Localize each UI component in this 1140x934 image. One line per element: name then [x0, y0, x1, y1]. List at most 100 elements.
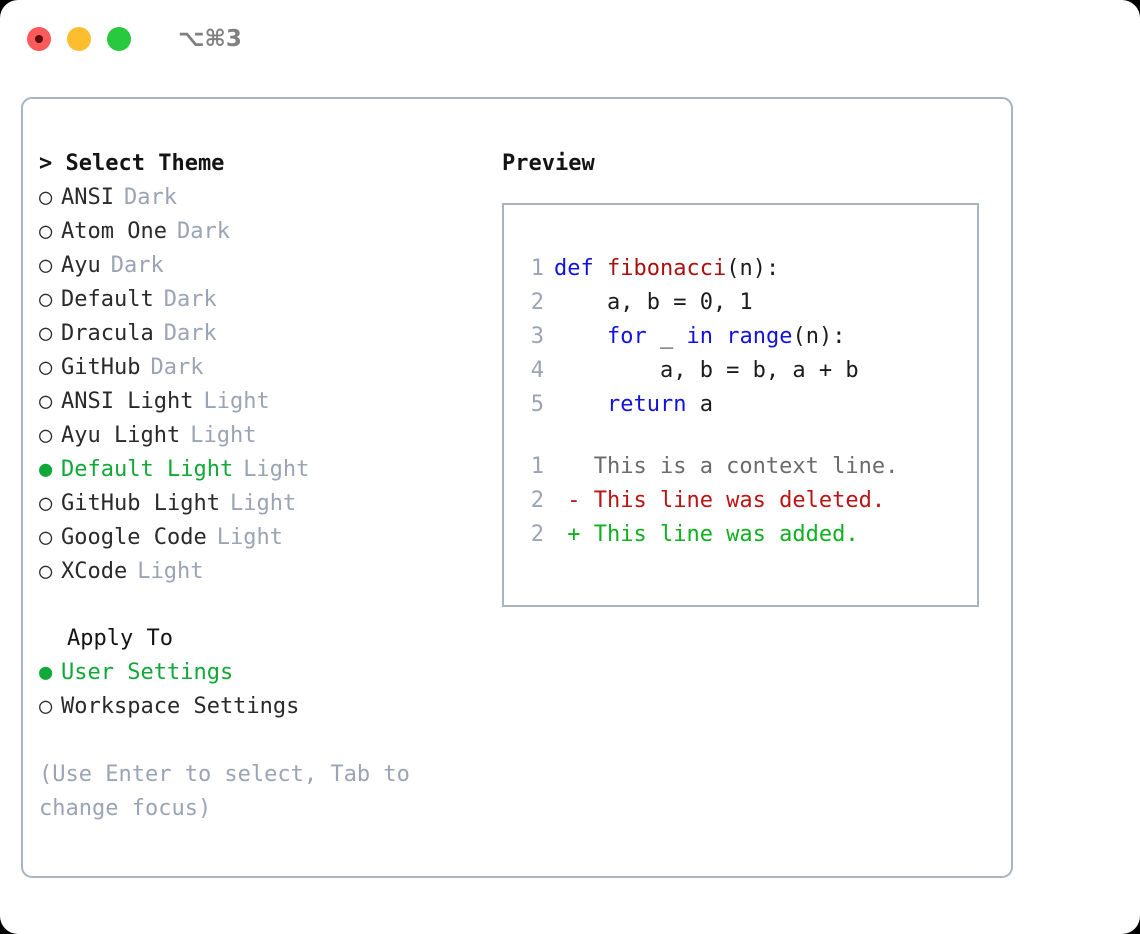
title-bar: ⌥⌘3	[0, 0, 1140, 78]
radio-unselected-icon: ○	[39, 525, 53, 550]
close-button[interactable]	[27, 27, 51, 51]
radio-unselected-icon: ○	[39, 694, 53, 719]
theme-item-atom-one[interactable]: ○ Atom One Dark	[39, 215, 489, 249]
theme-item-label: Default Light	[61, 457, 234, 482]
code-token-plain	[713, 324, 726, 349]
theme-item-tag: Dark	[163, 321, 217, 346]
apply-to-option-label: User Settings	[61, 660, 234, 685]
minimize-button[interactable]	[67, 27, 91, 51]
code-token-plain: _	[646, 324, 687, 349]
theme-item-label: GitHub	[61, 355, 141, 380]
code-token-plain: a, b = b, a + b	[554, 358, 859, 383]
code-text: for _ in range(n):	[554, 320, 845, 354]
theme-item-tag: Light	[243, 457, 310, 482]
line-number: 5	[530, 392, 544, 417]
code-token-plain	[554, 392, 607, 417]
code-text: a, b = b, a + b	[554, 354, 859, 388]
theme-item-label: Ayu Light	[61, 423, 181, 448]
apply-to-label: Apply To	[67, 626, 173, 651]
code-line: 2 a, b = 0, 1	[518, 286, 971, 320]
line-number: 4	[530, 358, 544, 383]
theme-item-default[interactable]: ○ Default Dark	[39, 283, 489, 317]
code-token-plain: (n):	[792, 324, 846, 349]
code-token-plain: a	[686, 392, 713, 417]
theme-item-tag: Light	[203, 389, 270, 414]
apply-to-group: Apply To ● User Settings ○ Workspace Settin…	[39, 622, 489, 724]
theme-item-google-code[interactable]: ○ Google Code Light	[39, 521, 489, 555]
line-number: 1	[530, 454, 544, 479]
code-token-plain: a, b = 0, 1	[554, 290, 753, 315]
radio-unselected-icon: ○	[39, 185, 53, 210]
theme-item-label: Default	[61, 287, 154, 312]
radio-unselected-icon: ○	[39, 423, 53, 448]
code-line: 3 for _ in range(n):	[518, 320, 971, 354]
maximize-button[interactable]	[107, 27, 131, 51]
code-text: a, b = 0, 1	[554, 286, 753, 320]
theme-item-tag: Dark	[123, 185, 177, 210]
window-controls	[27, 27, 131, 51]
theme-item-label: Ayu	[61, 253, 101, 278]
line-number: 2	[530, 522, 544, 547]
theme-item-label: Atom One	[61, 219, 167, 244]
apply-to-option-label: Workspace Settings	[61, 694, 300, 719]
code-token-plain	[554, 324, 607, 349]
code-token-kw: return	[606, 392, 687, 417]
diff-line-add: 2 + This line was added.	[518, 518, 971, 552]
radio-unselected-icon: ○	[39, 389, 53, 414]
theme-item-tag: Dark	[163, 287, 217, 312]
theme-item-tag: Light	[229, 491, 297, 516]
radio-unselected-icon: ○	[39, 355, 53, 380]
radio-selected-icon: ●	[39, 660, 53, 685]
recording-dot-icon	[35, 35, 43, 43]
theme-item-tag: Light	[216, 525, 283, 550]
radio-unselected-icon: ○	[39, 559, 53, 584]
code-text: def fibonacci(n):	[554, 252, 779, 286]
theme-item-label: Google Code	[61, 525, 207, 550]
theme-item-ayu[interactable]: ○ Ayu Dark	[39, 249, 489, 283]
theme-item-github-light[interactable]: ○ GitHub Light Light	[39, 487, 489, 521]
code-token-kw: range	[726, 324, 793, 349]
theme-item-tag: Dark	[110, 253, 164, 278]
theme-item-tag: Light	[190, 423, 257, 448]
code-text: return a	[554, 388, 713, 422]
preview-title: Preview	[502, 151, 595, 176]
radio-unselected-icon: ○	[39, 491, 53, 516]
code-token-plain: (n):	[726, 256, 780, 281]
theme-item-label: GitHub Light	[61, 491, 220, 516]
code-token-kw: def	[554, 256, 607, 281]
apply-to-option-user-settings[interactable]: ● User Settings	[39, 656, 489, 690]
window-title: ⌥⌘3	[178, 26, 242, 52]
diff-text: This is a context line.	[554, 454, 899, 479]
theme-item-label: XCode	[61, 559, 128, 584]
radio-unselected-icon: ○	[39, 287, 53, 312]
theme-item-label: Dracula	[61, 321, 154, 346]
theme-item-ayu-light[interactable]: ○ Ayu Light Light	[39, 419, 489, 453]
diff-sample: 1 This is a context line. 2 - This line w…	[518, 450, 971, 552]
diff-text: - This line was deleted.	[554, 488, 886, 513]
diff-line-delete: 2 - This line was deleted.	[518, 484, 971, 518]
line-number: 2	[530, 488, 544, 513]
radio-unselected-icon: ○	[39, 253, 53, 278]
theme-item-label: ANSI	[61, 185, 114, 210]
code-line: 5 return a	[518, 388, 971, 422]
apply-to-options: ● User Settings ○ Workspace Settings	[39, 656, 489, 724]
theme-item-tag: Dark	[176, 219, 230, 244]
theme-list-header: > Select Theme	[39, 151, 225, 176]
apply-to-option-workspace-settings[interactable]: ○ Workspace Settings	[39, 690, 489, 724]
theme-item-ansi[interactable]: ○ ANSI Dark	[39, 181, 489, 215]
radio-unselected-icon: ○	[39, 219, 53, 244]
